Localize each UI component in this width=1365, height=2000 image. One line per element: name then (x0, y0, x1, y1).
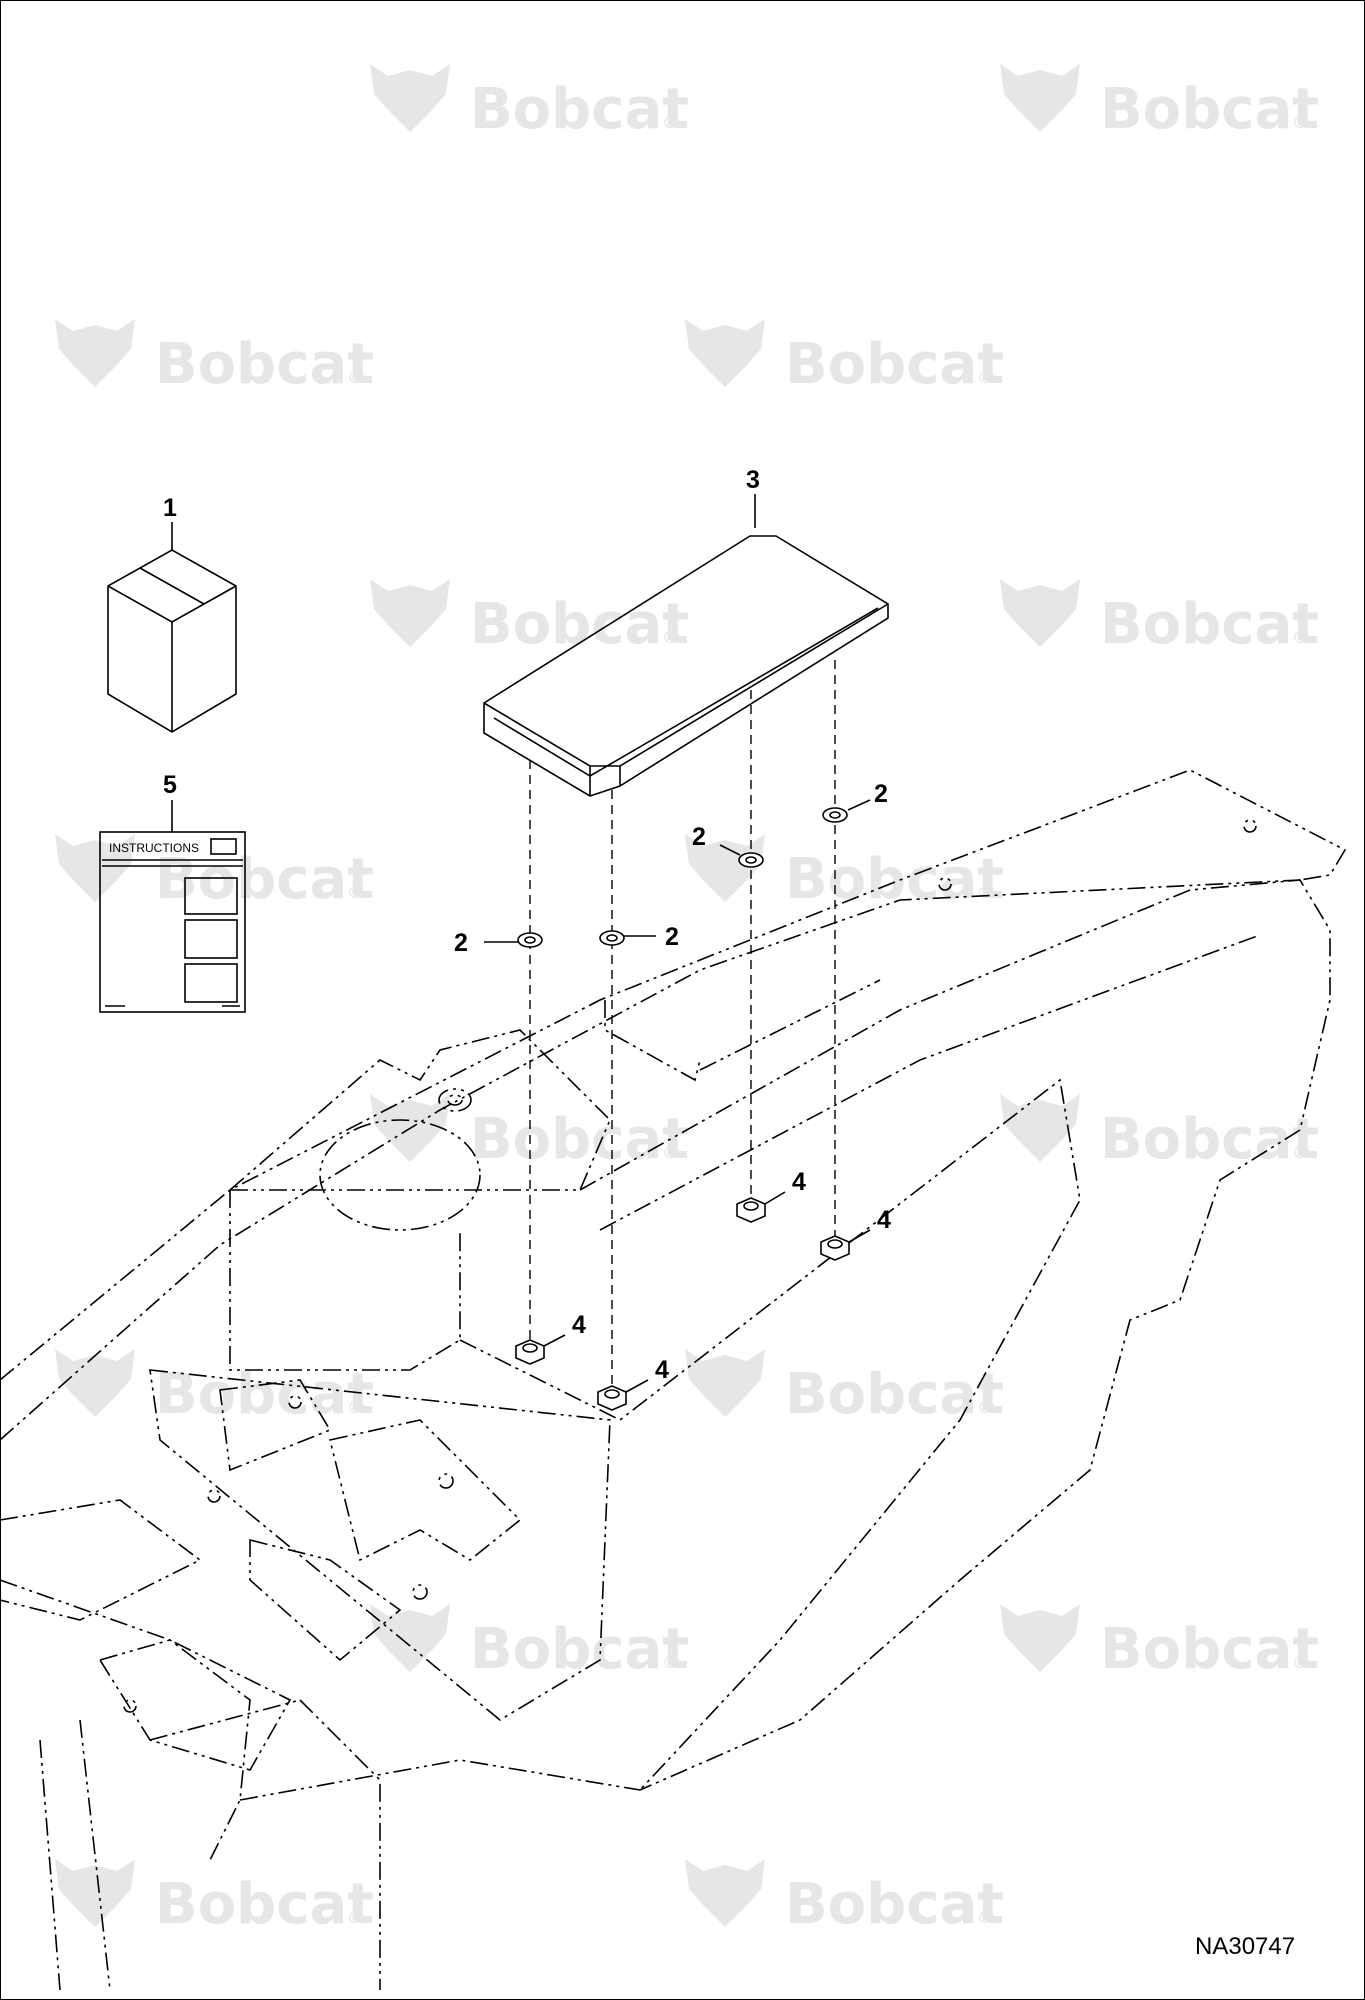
watermark-logo: Bobcat® (55, 834, 374, 912)
leader-lines (171, 494, 871, 1393)
watermark-registered-mark: ® (347, 1908, 363, 1927)
watermark-logo: Bobcat® (1000, 1094, 1319, 1172)
bobcat-emblem-icon (55, 1859, 135, 1927)
watermark-registered-mark: ® (977, 883, 993, 902)
watermark-logo: Bobcat® (685, 834, 1004, 912)
watermark-logo: Bobcat® (1000, 64, 1319, 142)
manual-heading: INSTRUCTIONS (109, 841, 199, 855)
callout-3: 3 (746, 466, 760, 494)
bobcat-emblem-icon (370, 64, 450, 132)
watermark-logo: Bobcat® (55, 1859, 374, 1937)
watermark-registered-mark: ® (662, 628, 678, 647)
bobcat-emblem-icon (685, 319, 765, 387)
watermark-text: Bobcat (155, 1872, 374, 1937)
watermark-logo: Bobcat® (685, 1349, 1004, 1427)
watermark-registered-mark: ® (662, 113, 678, 132)
item-3-armrest-pad (483, 535, 889, 797)
watermark-logo: Bobcat® (1000, 579, 1319, 657)
callout-4d: 4 (877, 1206, 891, 1234)
watermark-text: Bobcat (470, 77, 689, 142)
watermark-text: Bobcat (470, 1107, 689, 1172)
watermark-text: Bobcat (1100, 592, 1319, 657)
watermark-logo: Bobcat® (370, 579, 689, 657)
watermark-text: Bobcat (470, 1617, 689, 1682)
callout-2d: 2 (874, 780, 888, 808)
bobcat-emblem-icon (685, 834, 765, 902)
watermark-registered-mark: ® (1292, 628, 1308, 647)
watermark-registered-mark: ® (977, 1908, 993, 1927)
watermark-text: Bobcat (470, 592, 689, 657)
watermark-logo: Bobcat® (370, 64, 689, 142)
callout-2a: 2 (454, 929, 468, 957)
watermark-text: Bobcat (785, 1872, 1004, 1937)
callout-1: 1 (163, 494, 177, 522)
watermark-text: Bobcat (155, 1362, 374, 1427)
watermark-registered-mark: ® (1292, 1653, 1308, 1672)
callout-2b: 2 (665, 923, 679, 951)
assembly-lines (529, 660, 836, 1390)
watermark-text: Bobcat (1100, 1107, 1319, 1172)
item-1-box (107, 549, 237, 733)
watermark-text: Bobcat (1100, 77, 1319, 142)
bobcat-emblem-icon (1000, 64, 1080, 132)
watermark-logo: Bobcat® (1000, 1604, 1319, 1682)
bobcat-emblem-icon (55, 319, 135, 387)
watermark-registered-mark: ® (1292, 1143, 1308, 1162)
item-2-washers (517, 807, 848, 948)
watermark-registered-mark: ® (662, 1653, 678, 1672)
bobcat-emblem-icon (55, 1349, 135, 1417)
watermark-text: Bobcat (155, 332, 374, 397)
watermark-registered-mark: ® (662, 1143, 678, 1162)
watermark-logo: Bobcat® (55, 319, 374, 397)
watermark-text: Bobcat (785, 332, 1004, 397)
watermark-registered-mark: ® (347, 1398, 363, 1417)
bobcat-emblem-icon (685, 1349, 765, 1417)
bobcat-emblem-icon (1000, 1094, 1080, 1162)
callout-labels: 1 5 3 2 2 2 2 4 4 4 4 (163, 466, 891, 1384)
watermark-registered-mark: ® (977, 368, 993, 387)
callout-4c: 4 (792, 1168, 806, 1196)
watermark-registered-mark: ® (347, 368, 363, 387)
watermark-logo: Bobcat® (55, 1349, 374, 1427)
bobcat-emblem-icon (1000, 1604, 1080, 1672)
watermark-logo: Bobcat® (685, 1859, 1004, 1937)
watermark-logo: Bobcat® (685, 319, 1004, 397)
callout-2c: 2 (692, 823, 706, 851)
watermark-registered-mark: ® (977, 1398, 993, 1417)
bobcat-emblem-icon (370, 579, 450, 647)
watermark-logo: Bobcat® (370, 1604, 689, 1682)
watermark-registered-mark: ® (1292, 113, 1308, 132)
callout-4a: 4 (572, 1311, 586, 1339)
bobcat-emblem-icon (1000, 579, 1080, 647)
bobcat-emblem-icon (370, 1604, 450, 1672)
item-4-nuts (515, 1197, 850, 1411)
callout-5: 5 (163, 771, 177, 799)
watermark-text: Bobcat (155, 847, 374, 912)
machine-frame-phantom (0, 769, 1347, 1991)
bobcat-emblem-icon (55, 834, 135, 902)
watermark-text: Bobcat (785, 1362, 1004, 1427)
watermark-registered-mark: ® (347, 883, 363, 902)
drawing-number: NA30747 (1195, 1933, 1295, 1960)
callout-4b: 4 (655, 1356, 669, 1384)
bobcat-emblem-icon (685, 1859, 765, 1927)
watermark-text: Bobcat (1100, 1617, 1319, 1682)
